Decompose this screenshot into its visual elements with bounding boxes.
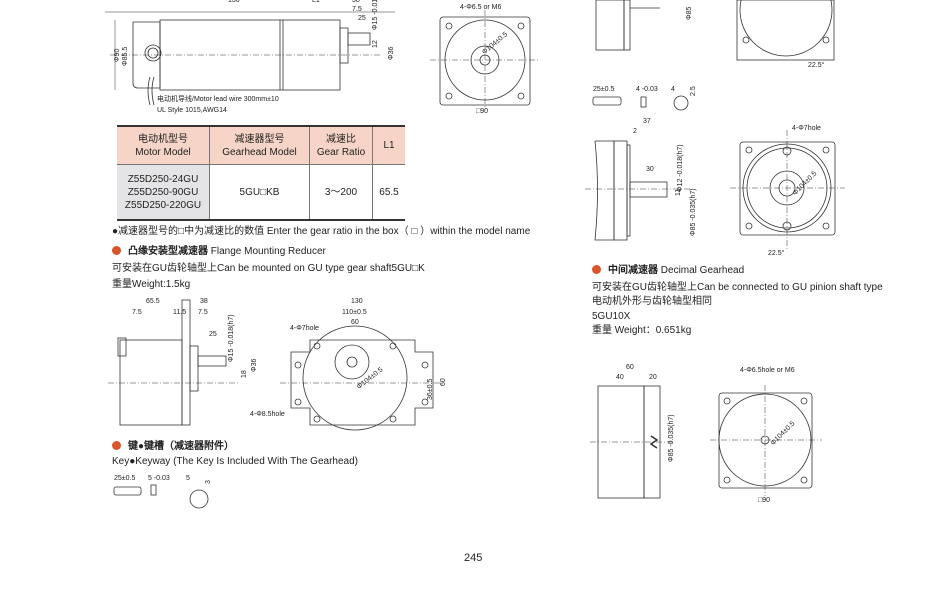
dim: 60 [351,319,359,326]
key-subtitle: Key●Keyway (The Key Is Included With The… [112,456,358,467]
dim-38: 38 [352,0,360,4]
flange-compat: 可安装在GU齿轮轴型上Can be mounted on GU type gea… [112,263,425,274]
dim: 2.5 [690,86,697,96]
bullet-icon [112,441,121,450]
dim-phi85-5: Φ85.5 [122,46,129,66]
pinion-front-view [730,130,845,250]
dim: 25 [209,331,217,338]
lead-wire-note: 电动机导线/Motor lead wire 300mm±10 [157,96,279,103]
gear-ratio-note: ●减速器型号的□中为减速比的数值 Enter the gear ratio in… [112,226,531,237]
dim: 11 [675,188,682,196]
dim-12: 12 [372,40,379,48]
dim: 38 [200,298,208,305]
ul-style-note: UL Style 1015,AWG14 [157,107,227,114]
flange-weight: 重量Weight:1.5kg [112,279,191,290]
partial-angle: 22.5° [808,62,825,69]
top-right-partial-views [595,0,835,61]
page-number: 245 [464,552,483,564]
dim: 4 [671,86,675,93]
dim: 130 [351,298,363,305]
dim: 25±0.5 [593,86,615,93]
dim: 18 [241,370,248,378]
dim: 60 [440,378,447,386]
dim: 5 -0.03 [148,475,170,482]
dim: 25±0.5 [114,475,136,482]
top-motor-side-view [105,11,395,106]
dim: Φ15 -0.018(h7) [228,314,235,362]
dim: 2 [633,128,637,135]
dim: 22.5° [768,250,785,257]
dim: 4-Φ6.5hole or M6 [740,367,795,374]
bullet-icon [112,246,121,255]
square-label: □90 [476,108,489,115]
dim: 4-Φ7hole [290,325,319,332]
dim: 40 [616,374,624,381]
dim: 7.5 [198,309,208,316]
dim: 65.5 [146,298,160,305]
dim: □90 [758,497,771,504]
cell-gearhead: 5GU□KB [209,164,310,220]
dim: 37 [643,118,651,125]
dim-phi36: Φ36 [388,46,395,60]
key-section-heading: 键●键槽（减速器附件） [112,441,234,453]
dim-7-5: 7.5 [352,6,362,13]
holes-label: 4-Φ6.5 or M6 [460,4,502,11]
right-key-drawing [592,95,689,111]
dim: 4-Φ7hole [792,125,821,132]
flange-section-heading: 凸缘安装型减速器 Flange Mounting Reducer [112,246,326,258]
left-key-drawing [113,484,209,509]
dim: 7.5 [132,309,142,316]
dim: 4-Φ8.5hole [250,411,285,418]
dim: 20 [649,374,657,381]
partial-phi85: Φ85 [686,6,693,20]
flange-front-view [280,325,445,431]
dim: Φ85 -0.035(h7) [690,188,697,236]
dim: 4 -0.03 [636,86,658,93]
bullet-icon [592,265,601,274]
dim: Φ85 -0.035(h7) [668,414,675,462]
dim: 60 [626,364,634,371]
pinion-side-view [585,140,690,241]
dim-l1: L1 [312,0,320,4]
dim: 11.5 [173,309,187,316]
dim: 30 [646,166,654,173]
decimal-model: 5GU10X [592,311,631,322]
cell-ratio: 3～200 [309,164,373,220]
decimal-front-view [710,385,822,496]
cell-l1: 65.5 [372,164,405,220]
dim-25: 25 [358,15,366,22]
dim: Φ36 [251,358,258,372]
top-motor-front-view [430,10,540,110]
decimal-shape-note: 电动机外形与齿轮轴型相同 [592,296,712,307]
flange-side-view [108,299,240,426]
dim-phi15: Φ15 -0.018 [372,0,379,30]
dim: 110±0.5 [342,309,367,316]
decimal-weight: 重量 Weight：0.651kg [592,325,692,336]
dim: 5 [186,475,190,482]
dim: 3 [205,480,212,484]
decimal-side-view [590,385,675,499]
dim-phi90: Φ90 [114,48,121,62]
dim-130: 130 [228,0,240,4]
header-l1: L1 [372,126,405,165]
dim: Φ12 -0.018(h7) [677,144,684,192]
dim: 36±0.5 [427,378,434,400]
decimal-section-heading: 中间减速器 Decimal Gearhead [592,265,744,277]
decimal-compat: 可安装在GU齿轮轴型上Can be connected to GU pinion… [592,282,883,293]
